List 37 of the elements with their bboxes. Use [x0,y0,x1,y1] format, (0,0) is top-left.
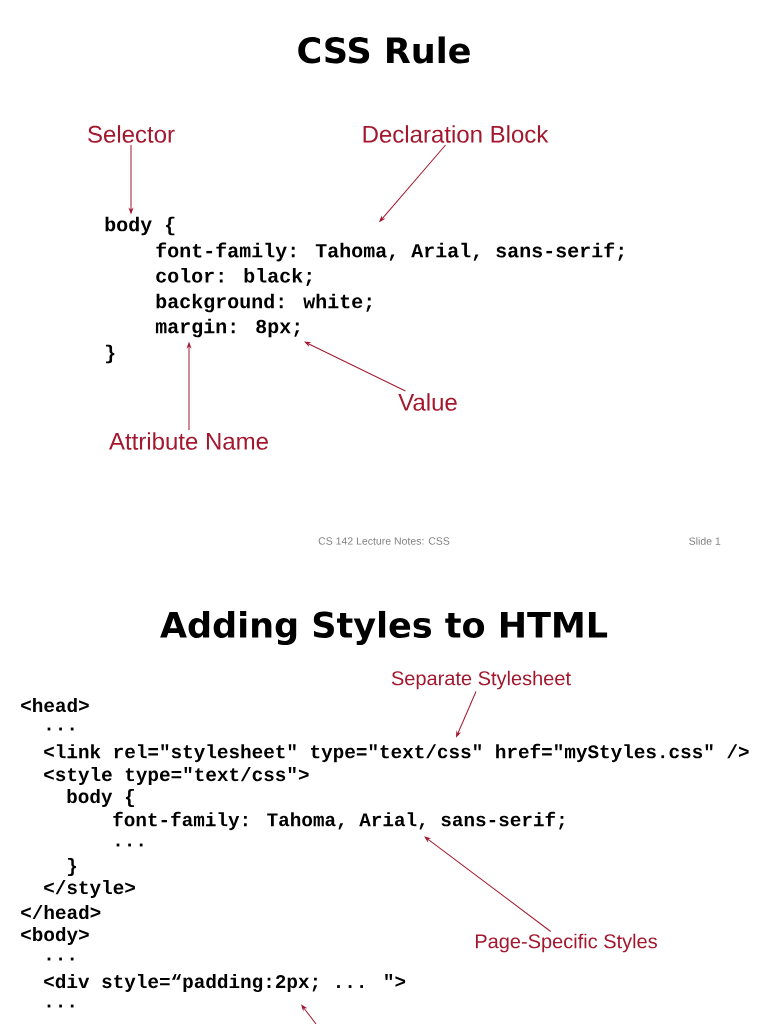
code-line: <style type="text/css"> [44,767,309,785]
code-line: ... [47,957,74,961]
leader-line [304,341,406,392]
leader-line [379,144,447,222]
code-line: <div style=“padding:2px; ... "> [44,973,406,993]
callout-label: Separate Stylesheet [391,670,571,690]
leader-line [129,144,133,214]
leader-line [456,691,477,737]
leader-line [187,342,191,431]
code-line: <head> [21,697,89,713]
leader-line [301,1004,317,1024]
code-line: background: white; [156,293,372,313]
code-line: color: black; [156,268,312,286]
code-line: body { [105,216,175,236]
code-line: font-family: Tahoma, Arial, sans-serif; [156,242,624,262]
code-line: </head> [21,904,101,920]
footer-text: CS 142 Lecture Notes: CSS [318,537,450,545]
callout-label: Value [398,393,457,411]
code-line: margin: 8px; [155,318,300,338]
callout-label: Declaration Block [363,125,549,143]
leader-line [424,836,552,932]
code-line: ... [47,727,74,731]
code-line: body { [67,789,134,807]
code-line: <body> [21,927,89,945]
code-line: </style> [44,880,135,898]
slide-title: CSS Rule [298,36,470,64]
callout-label: Attribute Name [109,432,268,450]
code-line: <link rel="stylesheet" type="text/css" href="myStyles.css" /> [44,743,749,763]
slide-number: Slide 1 [689,537,721,545]
code-line: font-family: Tahoma, Arial, sans-serif; [113,811,564,831]
callout-label: Selector [88,125,175,143]
code-line: } [106,344,115,364]
callout-label: Page-Specific Styles [475,933,657,953]
code-line: } [67,858,76,876]
code-line: ... [47,1004,74,1008]
slide-title: Adding Styles to HTML [160,610,608,646]
code-line: ... [116,843,143,847]
